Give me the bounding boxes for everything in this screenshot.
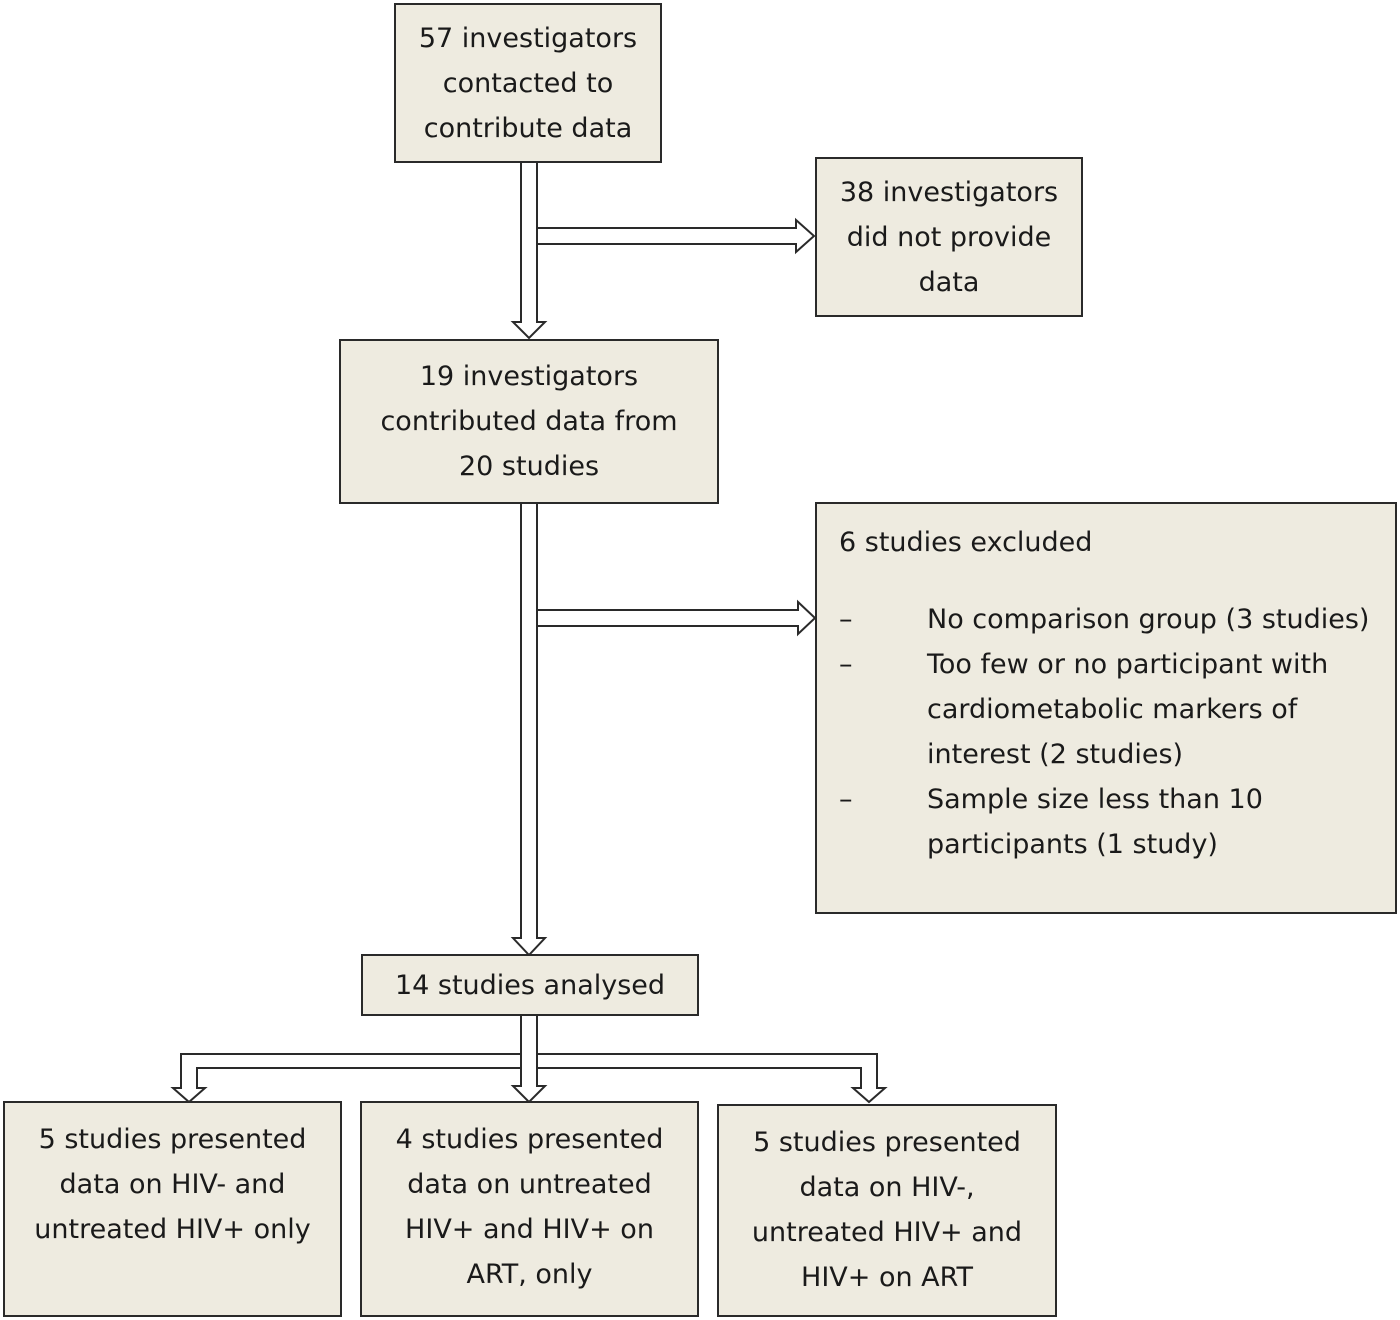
- box-line: 19 investigators: [419, 361, 639, 392]
- bullet-dash: –: [839, 784, 853, 815]
- arrow-analysed-to-group-a: [170, 1053, 522, 1104]
- group-b-box: 4 studies presented data on untreated HI…: [360, 1101, 699, 1317]
- exclusion-item: – Too few or no participant with cardiom…: [839, 642, 1328, 777]
- box-line: 14 studies analysed: [394, 969, 666, 1001]
- exclusion-line: Too few or no participant with: [927, 649, 1329, 680]
- exclusion-line: Sample size less than 10: [927, 784, 1263, 815]
- bullet-dash: –: [839, 604, 853, 635]
- arrow-contacted-to-contributed: [510, 161, 548, 340]
- box-line: data on untreated: [407, 1169, 652, 1200]
- box-line: 38 investigators: [839, 176, 1059, 208]
- box-line: untreated HIV+ and: [751, 1217, 1023, 1248]
- box-line: 57 investigators: [418, 22, 638, 54]
- not-provided-box: 38 investigators did not provide data: [815, 157, 1083, 317]
- box-line: HIV+ on ART: [801, 1262, 973, 1293]
- box-line: untreated HIV+ only: [34, 1214, 311, 1245]
- box-line: 20 studies: [458, 451, 600, 482]
- exclusion-line: interest (2 studies): [927, 739, 1184, 770]
- contacted-investigators-box: 57 investigators contacted to contribute…: [394, 3, 662, 163]
- box-line: contacted to: [442, 67, 614, 99]
- box-line: 4 studies presented: [395, 1124, 664, 1155]
- excluded-studies-box: 6 studies excluded – No comparison group…: [815, 502, 1397, 914]
- box-line: 5 studies presented: [753, 1127, 1021, 1158]
- box-line: contributed data from: [380, 406, 678, 437]
- group-c-box: 5 studies presented data on HIV-, untrea…: [717, 1104, 1057, 1317]
- box-line: data on HIV- and: [59, 1169, 286, 1200]
- studies-analysed-box: 14 studies analysed: [361, 954, 699, 1016]
- box-line: data on HIV-,: [799, 1172, 975, 1203]
- exclusion-line: participants (1 study): [927, 829, 1218, 860]
- exclusion-line: No comparison group (3 studies): [927, 604, 1370, 635]
- excluded-title: 6 studies excluded: [839, 527, 1093, 558]
- exclusion-item: – No comparison group (3 studies): [839, 597, 1369, 642]
- bullet-dash: –: [839, 649, 853, 680]
- exclusion-item: – Sample size less than 10 participants …: [839, 777, 1263, 867]
- arrow-analysed-to-group-b: [510, 1014, 548, 1104]
- contributed-data-box: 19 investigators contributed data from 2…: [339, 339, 719, 504]
- arrow-contributed-to-analysed: [510, 502, 548, 957]
- box-line: ART, only: [466, 1259, 593, 1290]
- box-line: data: [918, 266, 980, 298]
- box-line: did not provide: [846, 221, 1052, 253]
- group-a-box: 5 studies presented data on HIV- and unt…: [3, 1101, 342, 1317]
- arrow-to-excluded: [536, 599, 817, 637]
- box-line: HIV+ and HIV+ on: [405, 1214, 654, 1245]
- exclusion-line: cardiometabolic markers of: [927, 694, 1298, 725]
- box-line: 5 studies presented: [38, 1124, 307, 1155]
- arrow-to-not-provided: [536, 217, 816, 255]
- box-line: contribute data: [423, 112, 633, 144]
- arrow-analysed-to-group-c: [536, 1053, 888, 1104]
